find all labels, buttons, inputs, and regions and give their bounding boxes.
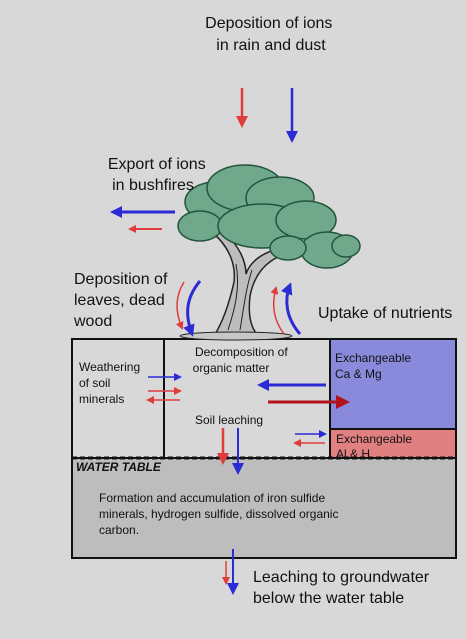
soil-leaching-label: Soil leaching: [195, 413, 263, 427]
uptake-blue-arrow: [287, 285, 300, 334]
litterfall-label: Deposition of leaves, dead wood: [73, 271, 172, 330]
uptake-label: Uptake of nutrients: [318, 305, 452, 322]
tree-roots: [180, 332, 292, 340]
litterfall-blue-arrow: [188, 281, 200, 334]
rain-deposition-label: Deposition of ions in rain and dust: [205, 15, 337, 54]
groundwater-leaching-label: Leaching to groundwater below the water …: [253, 569, 434, 607]
uptake-red-arrow: [274, 288, 284, 334]
litterfall-red-arrow: [177, 282, 184, 328]
water-table-label: WATER TABLE: [76, 460, 162, 474]
